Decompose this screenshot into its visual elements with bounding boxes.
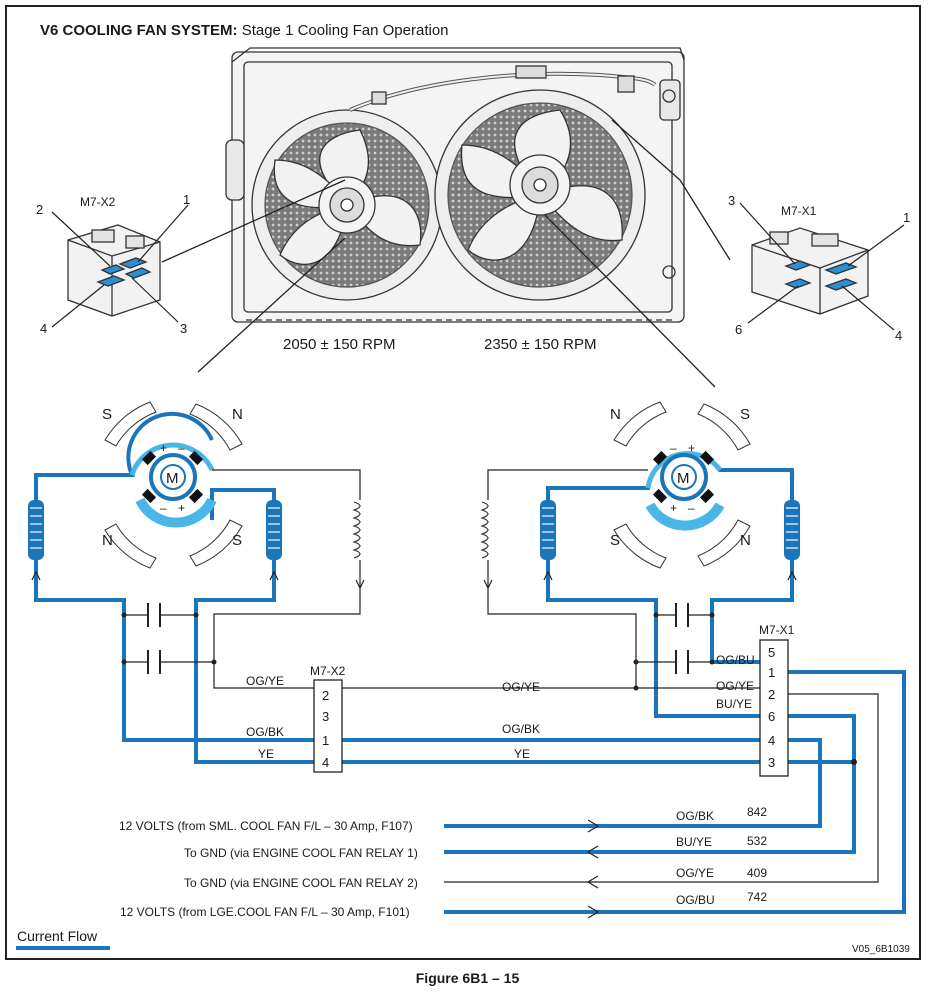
connector-x1-icon xyxy=(751,227,869,315)
left-brush-plus: + xyxy=(160,441,167,455)
right-brush-plus-bottom: + xyxy=(670,501,677,515)
figure-caption: Figure 6B1 – 15 xyxy=(415,970,520,986)
block-x1-title: M7-X1 xyxy=(759,623,795,637)
connector-x2-pin-1: 1 xyxy=(183,192,190,207)
block-x1-pin-2: 2 xyxy=(768,687,775,702)
connector-x2-pin-2: 2 xyxy=(36,202,43,217)
connector-x1-pin-1: 1 xyxy=(903,210,910,225)
right-brush-minus-bottom: – xyxy=(688,501,695,515)
fan-assembly-illustration xyxy=(225,47,685,323)
block-x1-pin-1: 1 xyxy=(768,665,775,680)
title-system: V6 COOLING FAN SYSTEM: xyxy=(40,22,238,39)
circuit-label-relay1: To GND (via ENGINE COOL FAN RELAY 1) xyxy=(184,846,418,860)
block-x1-pin-3: 3 xyxy=(768,755,775,770)
connector-x2-pin-3: 3 xyxy=(180,321,187,336)
wire-label-og-bu-x1: OG/BU xyxy=(716,653,755,667)
circuit-wire-og-ye: OG/YE xyxy=(676,866,714,880)
connector-x2-pin-leaders xyxy=(51,204,189,328)
diagram-title: V6 COOLING FAN SYSTEM: Stage 1 Cooling F… xyxy=(40,22,449,39)
right-brush-minus: – xyxy=(670,441,677,455)
connector-x1-pin-3: 3 xyxy=(728,193,735,208)
circuit-label-f101: 12 VOLTS (from LGE.COOL FAN F/L – 30 Amp… xyxy=(120,905,410,919)
block-x2-pin-3: 3 xyxy=(322,709,329,724)
circuit-number-742: 742 xyxy=(747,890,767,904)
connector-x1-pin-6: 6 xyxy=(735,322,742,337)
wiring-diagram: 2050 ± 150 RPM 2350 ± 150 RPM M7-X2 1 2 … xyxy=(16,47,910,955)
connector-x1-pin-leaders xyxy=(739,202,905,331)
circuit-wire-og-bu: OG/BU xyxy=(676,893,715,907)
wire-label-ye-mid: YE xyxy=(514,747,530,761)
circuit-number-532: 532 xyxy=(747,834,767,848)
legend-label: Current Flow xyxy=(17,928,98,944)
wire-label-og-ye-left: OG/YE xyxy=(246,674,284,688)
wire-label-og-ye-mid: OG/YE xyxy=(502,680,540,694)
reference-code: V05_6B1039 xyxy=(852,944,910,955)
wire-label-og-ye-x1: OG/YE xyxy=(716,679,754,693)
block-x2-pin-2: 2 xyxy=(322,688,329,703)
circuit-wire-og-bk: OG/BK xyxy=(676,809,714,823)
left-pole-s-top: S xyxy=(102,406,112,423)
wire-label-bu-ye-x1: BU/YE xyxy=(716,697,752,711)
connector-x2-title: M7-X2 xyxy=(80,195,116,209)
right-pole-s-bottom: S xyxy=(610,532,620,549)
right-pole-n-bottom: N xyxy=(740,532,751,549)
circuit-label-f107: 12 VOLTS (from SML. COOL FAN F/L – 30 Am… xyxy=(119,819,413,833)
right-pole-n-top: N xyxy=(610,406,621,423)
right-motor-schematic xyxy=(480,401,800,718)
block-x2-pin-4: 4 xyxy=(322,755,329,770)
harness-wiring xyxy=(313,639,906,919)
circuit-number-409: 409 xyxy=(747,866,767,880)
block-x2-pin-1: 1 xyxy=(322,733,329,748)
rpm-left-label: 2050 ± 150 RPM xyxy=(283,336,395,353)
wire-label-ye-left: YE xyxy=(258,747,274,761)
block-x2-title: M7-X2 xyxy=(310,664,346,678)
wire-label-og-bk-left: OG/BK xyxy=(246,725,284,739)
connector-x1-title: M7-X1 xyxy=(781,204,817,218)
leader-lines xyxy=(161,119,731,388)
circuit-label-relay2: To GND (via ENGINE COOL FAN RELAY 2) xyxy=(184,876,418,890)
block-x1-pin-4: 4 xyxy=(768,733,775,748)
left-pole-n-top: N xyxy=(232,406,243,423)
title-operation: Stage 1 Cooling Fan Operation xyxy=(241,22,449,39)
left-pole-n-bottom: N xyxy=(102,532,113,549)
left-brush-plus-bottom: + xyxy=(178,501,185,515)
connector-x2-pin-4: 4 xyxy=(40,321,47,336)
circuit-wire-bu-ye: BU/YE xyxy=(676,835,712,849)
rpm-right-label: 2350 ± 150 RPM xyxy=(484,336,596,353)
left-pole-s-bottom: S xyxy=(232,532,242,549)
left-motor-label: M xyxy=(166,470,179,487)
block-x1-pin-6: 6 xyxy=(768,709,775,724)
left-motor-schematic xyxy=(28,401,822,826)
right-pole-s-top: S xyxy=(740,406,750,423)
wire-label-og-bk-mid: OG/BK xyxy=(502,722,540,736)
right-brush-plus: + xyxy=(688,441,695,455)
block-x1-pin-5: 5 xyxy=(768,645,775,660)
circuit-number-842: 842 xyxy=(747,805,767,819)
connector-x1-pin-4: 4 xyxy=(895,328,902,343)
left-brush-minus: – xyxy=(178,441,185,455)
right-motor-label: M xyxy=(677,470,690,487)
left-brush-minus-bottom: – xyxy=(160,501,167,515)
